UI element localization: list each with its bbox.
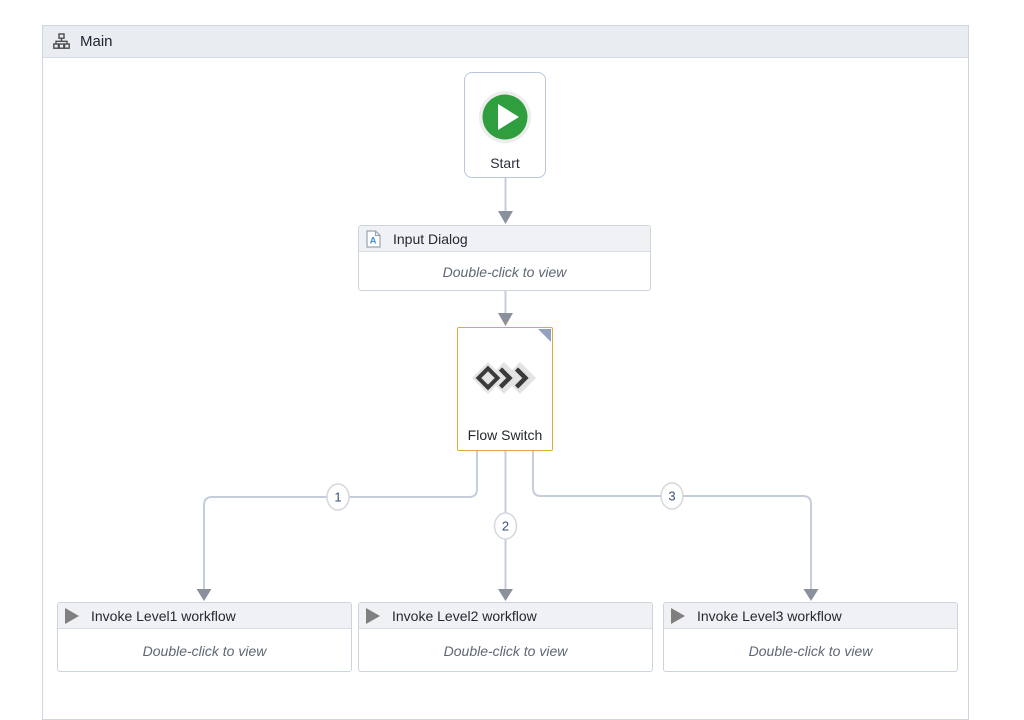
activity-title: Input Dialog	[393, 230, 468, 247]
flow-switch-label: Flow Switch	[467, 427, 543, 443]
activity-header[interactable]: Invoke Level3 workflow	[664, 603, 957, 629]
activity-body[interactable]: Double-click to view	[58, 629, 351, 671]
invoke-level1-node[interactable]: Invoke Level1 workflow Double-click to v…	[57, 602, 352, 672]
hierarchy-icon	[53, 33, 70, 50]
svg-text:A: A	[370, 235, 377, 246]
start-label: Start	[490, 155, 520, 171]
activity-header[interactable]: Invoke Level1 workflow	[58, 603, 351, 629]
activity-body[interactable]: Double-click to view	[359, 252, 650, 290]
corner-fold-icon	[538, 329, 551, 342]
document-a-icon: A	[366, 229, 381, 248]
double-click-hint: Double-click to view	[443, 642, 568, 659]
activity-title: Invoke Level2 workflow	[392, 607, 537, 624]
start-node[interactable]: Start	[464, 72, 546, 178]
activity-body[interactable]: Double-click to view	[664, 629, 957, 671]
activity-header[interactable]: A Input Dialog	[359, 226, 650, 252]
panel-title: Main	[80, 33, 113, 50]
activity-header[interactable]: Invoke Level2 workflow	[359, 603, 652, 629]
play-triangle-icon	[366, 607, 380, 624]
panel-header: Main	[43, 26, 968, 58]
input-dialog-node[interactable]: A Input Dialog Double-click to view	[358, 225, 651, 291]
flow-switch-diamonds-icon	[472, 356, 538, 400]
play-triangle-icon	[65, 607, 79, 624]
activity-title: Invoke Level1 workflow	[91, 607, 236, 624]
invoke-level2-node[interactable]: Invoke Level2 workflow Double-click to v…	[358, 602, 653, 672]
play-circle-icon	[478, 90, 532, 144]
activity-body[interactable]: Double-click to view	[359, 629, 652, 671]
flow-switch-node[interactable]: Flow Switch	[457, 327, 553, 451]
activity-title: Invoke Level3 workflow	[697, 607, 842, 624]
play-triangle-icon	[671, 607, 685, 624]
double-click-hint: Double-click to view	[748, 642, 873, 659]
double-click-hint: Double-click to view	[142, 642, 267, 659]
invoke-level3-node[interactable]: Invoke Level3 workflow Double-click to v…	[663, 602, 958, 672]
double-click-hint: Double-click to view	[442, 263, 567, 280]
